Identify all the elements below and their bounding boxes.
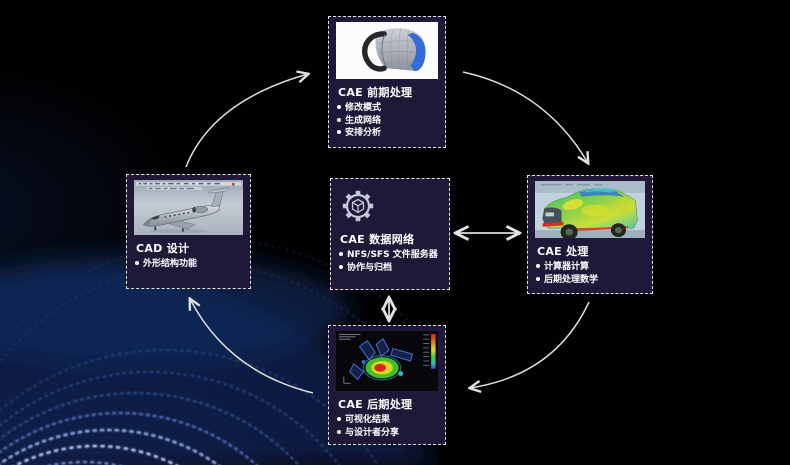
arrow-top-to-right xyxy=(462,71,588,163)
cad-jet-image xyxy=(134,180,243,235)
node-title: CAE 处理 xyxy=(537,245,589,258)
bullet-item: 计算器计算 xyxy=(536,261,645,274)
bullet-item: 修改模式 xyxy=(337,102,438,115)
node-title: CAE 前期处理 xyxy=(338,86,413,99)
bullet-item: 安排分析 xyxy=(337,127,438,140)
node-cae-postprocessing: CAE 后期处理 可视化结果 与设计者分享 xyxy=(328,325,446,445)
node-cae-processing: CAE 处理 计算器计算 后期处理数学 xyxy=(527,175,653,294)
node-bullet-list: 修改模式 生成网络 安排分析 xyxy=(337,102,438,140)
arrow-left-to-top xyxy=(185,74,308,168)
fea-result-image xyxy=(336,331,438,391)
cfd-truck-image xyxy=(535,181,645,238)
gear-cube-icon xyxy=(340,188,376,224)
node-bullet-list: 计算器计算 后期处理数学 xyxy=(536,261,645,286)
node-cad-design: CAD 设计 外形结构功能 xyxy=(126,174,251,289)
arrow-right-to-bottom xyxy=(470,301,590,388)
bullet-item: 后期处理数学 xyxy=(536,274,645,287)
node-title: CAE 后期处理 xyxy=(338,398,413,411)
bullet-item: 生成网络 xyxy=(337,115,438,128)
node-bullet-list: 可视化结果 与设计者分享 xyxy=(337,414,438,439)
bullet-item: 协作与归档 xyxy=(339,262,442,275)
node-title: CAE 数据网络 xyxy=(340,233,415,246)
node-cae-preprocessing: CAE 前期处理 修改模式 生成网络 安排分析 xyxy=(328,16,446,148)
arrow-bottom-to-left xyxy=(190,299,314,394)
bullet-item: 可视化结果 xyxy=(337,414,438,427)
node-title: CAD 设计 xyxy=(136,242,190,255)
bullet-item: NFS/SFS 文件服务器 xyxy=(339,249,442,262)
node-bullet-list: NFS/SFS 文件服务器 协作与归档 xyxy=(339,249,442,274)
mesh-model-image xyxy=(336,22,438,79)
node-bullet-list: 外形结构功能 xyxy=(135,258,243,271)
node-cae-data-network: CAE 数据网络 NFS/SFS 文件服务器 协作与归档 xyxy=(330,178,450,290)
bullet-item: 与设计者分享 xyxy=(337,427,438,440)
bullet-item: 外形结构功能 xyxy=(135,258,243,271)
